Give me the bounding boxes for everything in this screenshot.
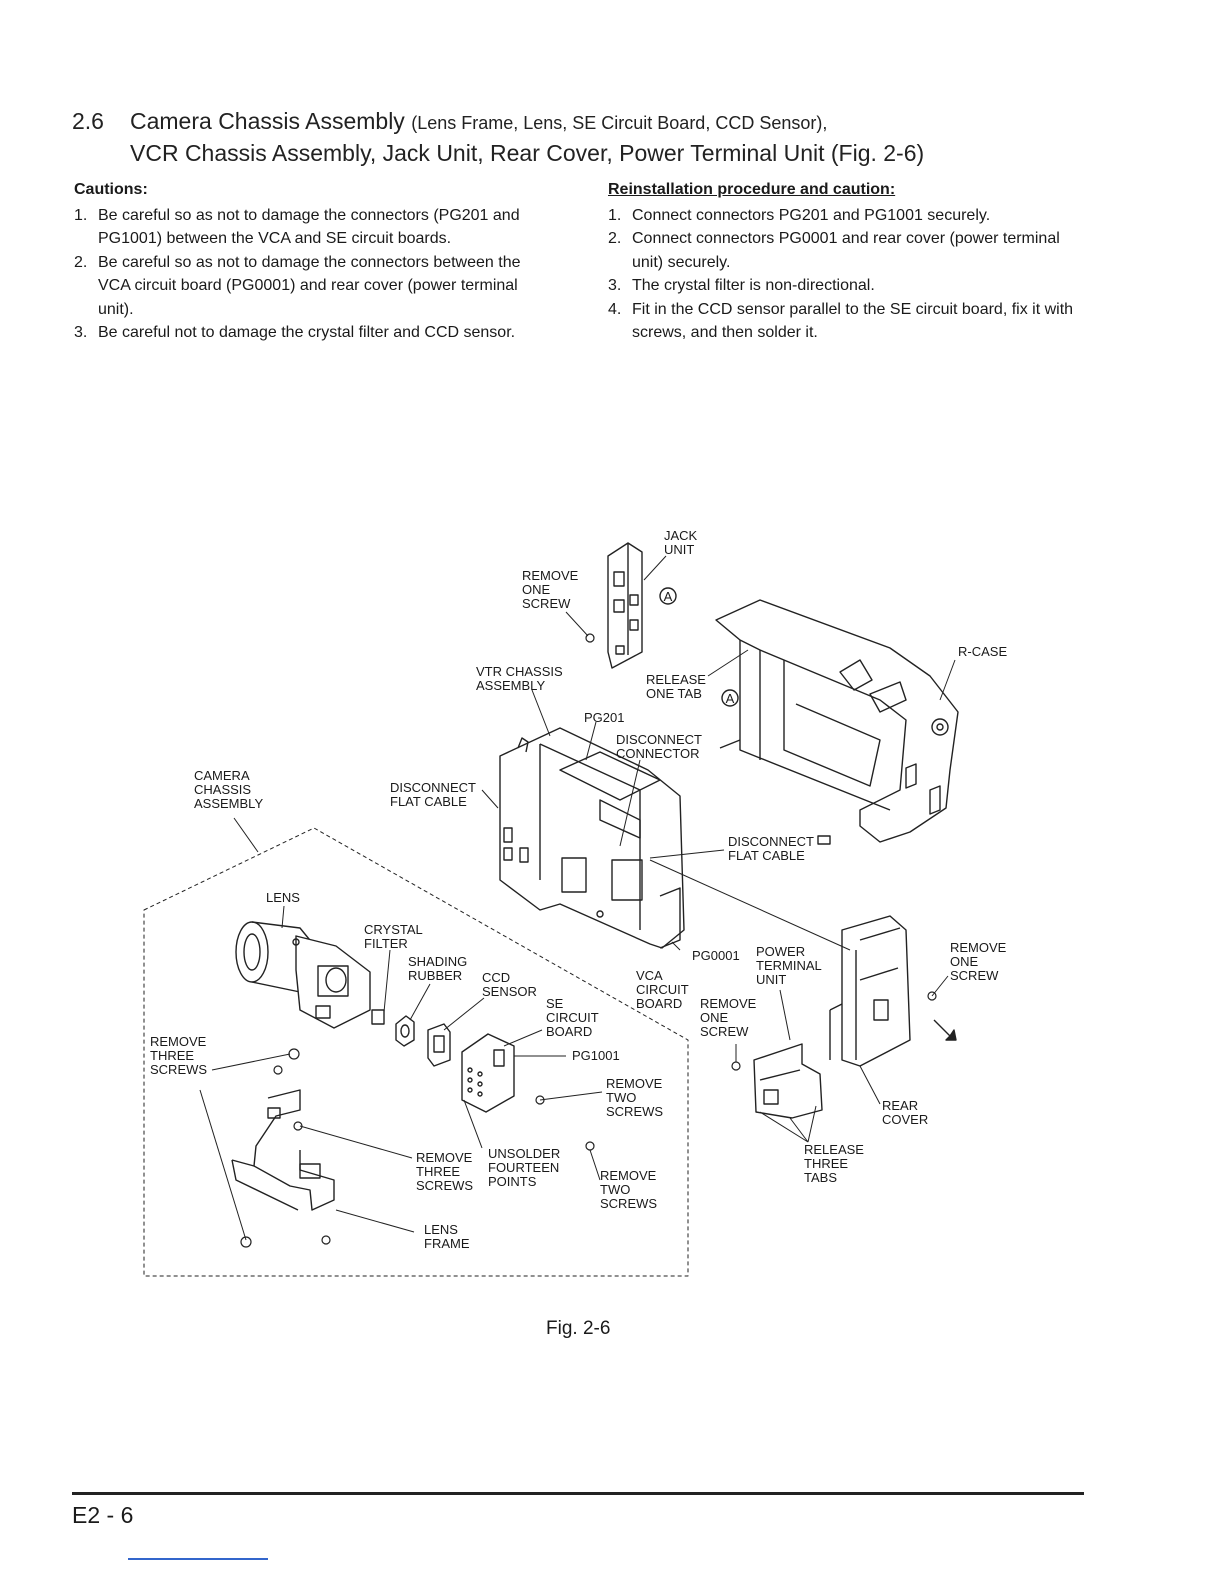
cautions-block: Cautions: 1.Be careful so as not to dama…	[74, 178, 554, 345]
footer-rule	[72, 1492, 1084, 1495]
circle-a-marker: A	[659, 587, 677, 605]
label-pg201: PG201	[584, 710, 624, 725]
svg-text:A: A	[726, 691, 735, 706]
section-title-line2: VCR Chassis Assembly, Jack Unit, Rear Co…	[130, 140, 925, 166]
label-pg0001: PG0001	[692, 948, 740, 963]
section-heading: 2.6 Camera Chassis Assembly (Lens Frame, …	[72, 106, 1172, 168]
arrow-icon	[933, 1019, 957, 1041]
ccd-sensor-part	[427, 1023, 451, 1067]
se-circuit-board-part	[461, 1033, 515, 1113]
r-case-part	[715, 599, 959, 845]
leader-lines	[199, 555, 956, 1241]
reinstallation-title: Reinstallation procedure and caution:	[608, 181, 896, 198]
circle-a-marker: A	[721, 689, 739, 707]
svg-text:A: A	[664, 589, 673, 604]
list-item: 2.Be careful so as not to damage the con…	[74, 253, 521, 318]
list-item: 2.Connect connectors PG0001 and rear cov…	[608, 230, 1060, 271]
crystal-filter-part	[371, 1009, 385, 1025]
bottom-accent-line	[128, 1558, 268, 1560]
label-r-case: R-CASE	[958, 644, 1007, 659]
lens-part	[235, 921, 371, 1029]
section-subtitle: (Lens Frame, Lens, SE Circuit Board, CCD…	[411, 113, 828, 133]
figure-caption: Fig. 2-6	[546, 1318, 611, 1339]
cautions-title: Cautions:	[74, 181, 148, 198]
rear-cover-part	[753, 1043, 823, 1119]
cautions-list: 1.Be careful so as not to damage the con…	[74, 204, 554, 345]
shading-rubber-part	[395, 1015, 415, 1047]
list-item: 3.Be careful not to damage the crystal f…	[74, 324, 516, 341]
label-lens: LENS	[266, 890, 300, 905]
jack-unit-part	[607, 542, 643, 669]
lens-frame-part	[231, 1089, 335, 1211]
reinstallation-block: Reinstallation procedure and caution: 1.…	[608, 178, 1088, 345]
list-item: 4.Fit in the CCD sensor parallel to the …	[608, 300, 1074, 342]
vca-circuit-board-part	[499, 727, 685, 949]
page-number: E2 - 6	[72, 1502, 134, 1528]
list-item: 1.Connect connectors PG201 and PG1001 se…	[608, 206, 991, 224]
list-item: 1.Be careful so as not to damage the con…	[74, 206, 520, 248]
section-title: Camera Chassis Assembly	[130, 108, 405, 134]
reinstallation-list: 1.Connect connectors PG201 and PG1001 se…	[608, 204, 1088, 345]
camera-chassis-boundary	[143, 827, 689, 1277]
list-item: 3.The crystal filter is non-directional.	[608, 277, 875, 294]
section-number: 2.6	[72, 108, 104, 134]
label-pg1001: PG1001	[572, 1048, 620, 1063]
power-terminal-unit-part	[829, 915, 911, 1067]
